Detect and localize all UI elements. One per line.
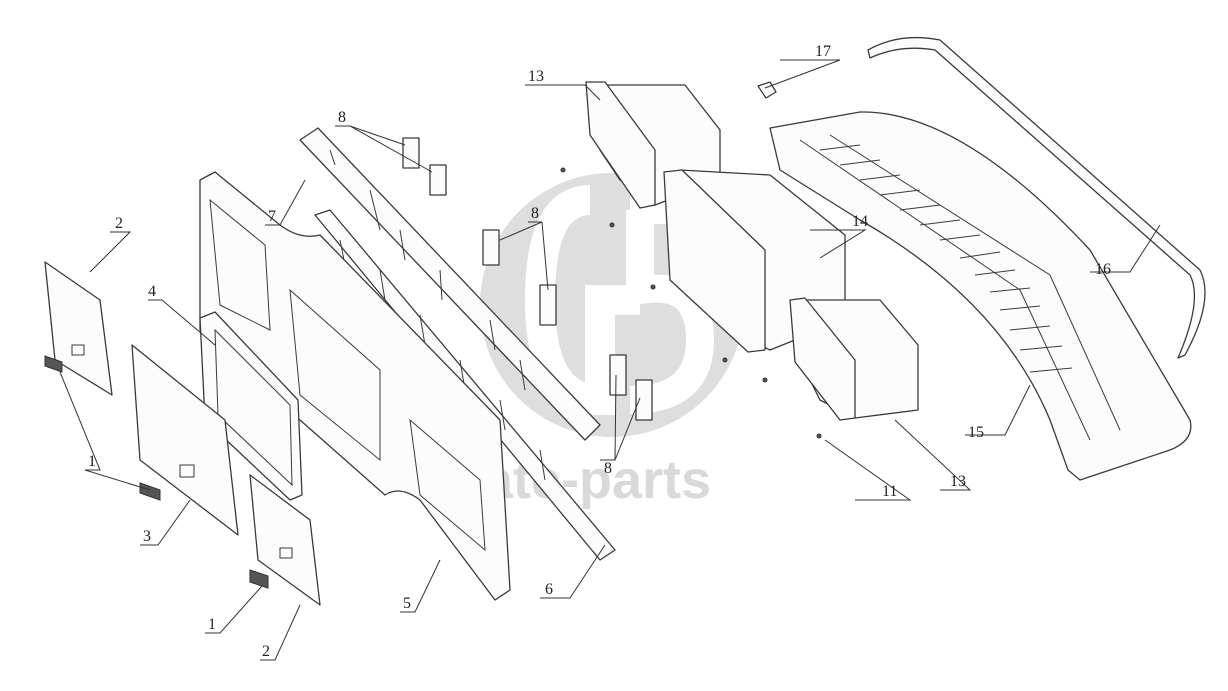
label-2-lower: 2 (262, 643, 270, 660)
part-5-frame (199, 171, 511, 601)
leader-lines (59, 59, 1161, 661)
label-11: 11 (882, 483, 897, 500)
label-8-middle: 8 (531, 205, 539, 222)
label-5: 5 (403, 595, 411, 612)
label-3: 3 (143, 528, 151, 545)
label-15: 15 (968, 424, 984, 441)
label-17: 17 (815, 43, 831, 60)
label-1-lower: 1 (208, 616, 216, 633)
label-14: 14 (852, 213, 868, 230)
fasteners-11 (560, 167, 822, 439)
part-7-bracket-bar (299, 127, 601, 441)
part-2-upper-cover (44, 261, 113, 396)
part-labels: 2 1 3 4 7 8 8 8 13 17 14 16 15 11 13 5 6… (88, 43, 1111, 660)
label-13-lower: 13 (950, 473, 966, 490)
part-3-large-cover (131, 344, 239, 536)
label-1-upper: 1 (88, 453, 96, 470)
label-8-bottom: 8 (604, 460, 612, 477)
label-16: 16 (1095, 261, 1111, 278)
label-8-top: 8 (338, 109, 346, 126)
part-2-lower-cover (249, 474, 321, 606)
label-7: 7 (268, 208, 276, 225)
label-4: 4 (148, 283, 156, 300)
part-13-lower-box (789, 297, 919, 421)
part-1-latches (44, 355, 269, 589)
part-15-bumper-insert (769, 111, 1192, 481)
label-2-upper: 2 (115, 215, 123, 232)
label-6: 6 (545, 581, 553, 598)
brackets-8 (402, 137, 653, 421)
part-16-trim-strip (867, 36, 1206, 359)
label-13-upper: 13 (528, 68, 544, 85)
